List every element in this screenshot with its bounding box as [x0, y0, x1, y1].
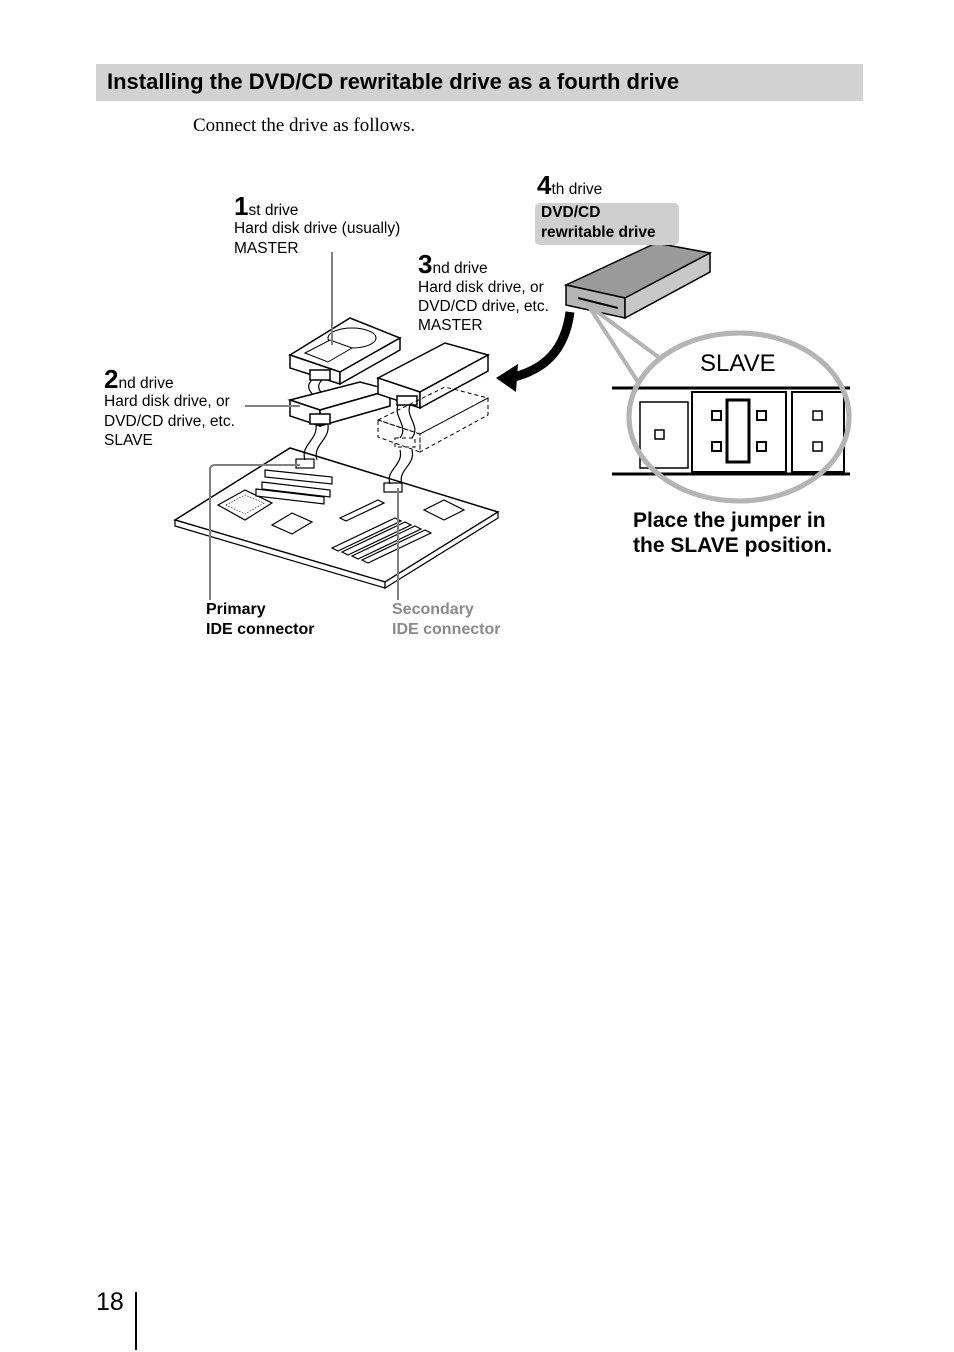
- fourth-drive-number: 4: [537, 170, 552, 200]
- section-title: Installing the DVD/CD rewritable drive a…: [107, 69, 680, 94]
- first-drive-label: 1st drive: [234, 193, 298, 221]
- install-arrow: [508, 311, 575, 383]
- dvd-callout-line2: rewritable drive: [541, 224, 656, 241]
- second-drive-type-line1: Hard disk drive, or: [104, 393, 230, 410]
- fourth-drive-label: 4th drive: [537, 172, 602, 200]
- third-drive-suffix: nd drive: [432, 260, 488, 277]
- drive-installation-diagram: [173, 242, 852, 600]
- first-drive-role: MASTER: [234, 240, 299, 257]
- first-drive-type: Hard disk drive (usually): [234, 220, 401, 237]
- second-drive-label: 2nd drive: [104, 366, 174, 394]
- intro-text: Connect the drive as follows.: [193, 115, 416, 136]
- dvd-callout-text: DVD/CD rewritable drive: [541, 203, 656, 243]
- first-drive-illustration: [288, 317, 402, 386]
- third-drive-illustration: [376, 342, 490, 410]
- fourth-drive-slot-outline: [376, 386, 490, 453]
- second-drive-illustration: [287, 381, 393, 428]
- primary-ide-line1: Primary: [206, 601, 266, 618]
- primary-ide-leader: [209, 464, 300, 600]
- third-drive-role: MASTER: [418, 317, 483, 334]
- jumper-instruction-line1: Place the jumper in: [633, 509, 826, 532]
- secondary-ide-line1: Secondary: [392, 601, 474, 618]
- second-drive-number: 2: [104, 364, 119, 394]
- page-number: 18: [96, 1288, 124, 1316]
- third-drive-number: 3: [418, 249, 433, 279]
- third-drive-type-line2: DVD/CD drive, etc.: [418, 298, 549, 315]
- page-number-rule: [135, 1292, 137, 1350]
- primary-ide-line2: IDE connector: [206, 621, 315, 638]
- second-drive-role: SLAVE: [104, 432, 153, 449]
- secondary-ide-line2: IDE connector: [392, 621, 501, 638]
- dvd-callout-line1: DVD/CD: [541, 204, 601, 221]
- secondary-ide-label: Secondary IDE connector: [392, 600, 500, 640]
- second-drive-type-line2: DVD/CD drive, etc.: [104, 413, 235, 430]
- first-drive-number: 1: [234, 191, 249, 221]
- section-heading-bar: [96, 64, 863, 101]
- first-drive-suffix: st drive: [248, 202, 299, 219]
- third-drive-label: 3nd drive: [418, 251, 488, 279]
- motherboard-illustration: [173, 447, 500, 590]
- slave-zoom-label: SLAVE: [700, 350, 776, 377]
- third-drive-type-line1: Hard disk drive, or: [418, 279, 544, 296]
- primary-ide-label: Primary IDE connector: [206, 600, 314, 640]
- fourth-drive-suffix: th drive: [551, 181, 603, 198]
- dvd-callout-box: [535, 203, 679, 245]
- fourth-drive-illustration: [563, 242, 713, 320]
- jumper-instruction: Place the jumper in the SLAVE position.: [633, 508, 832, 558]
- second-drive-suffix: nd drive: [118, 375, 174, 392]
- jumper-instruction-line2: the SLAVE position.: [633, 534, 833, 557]
